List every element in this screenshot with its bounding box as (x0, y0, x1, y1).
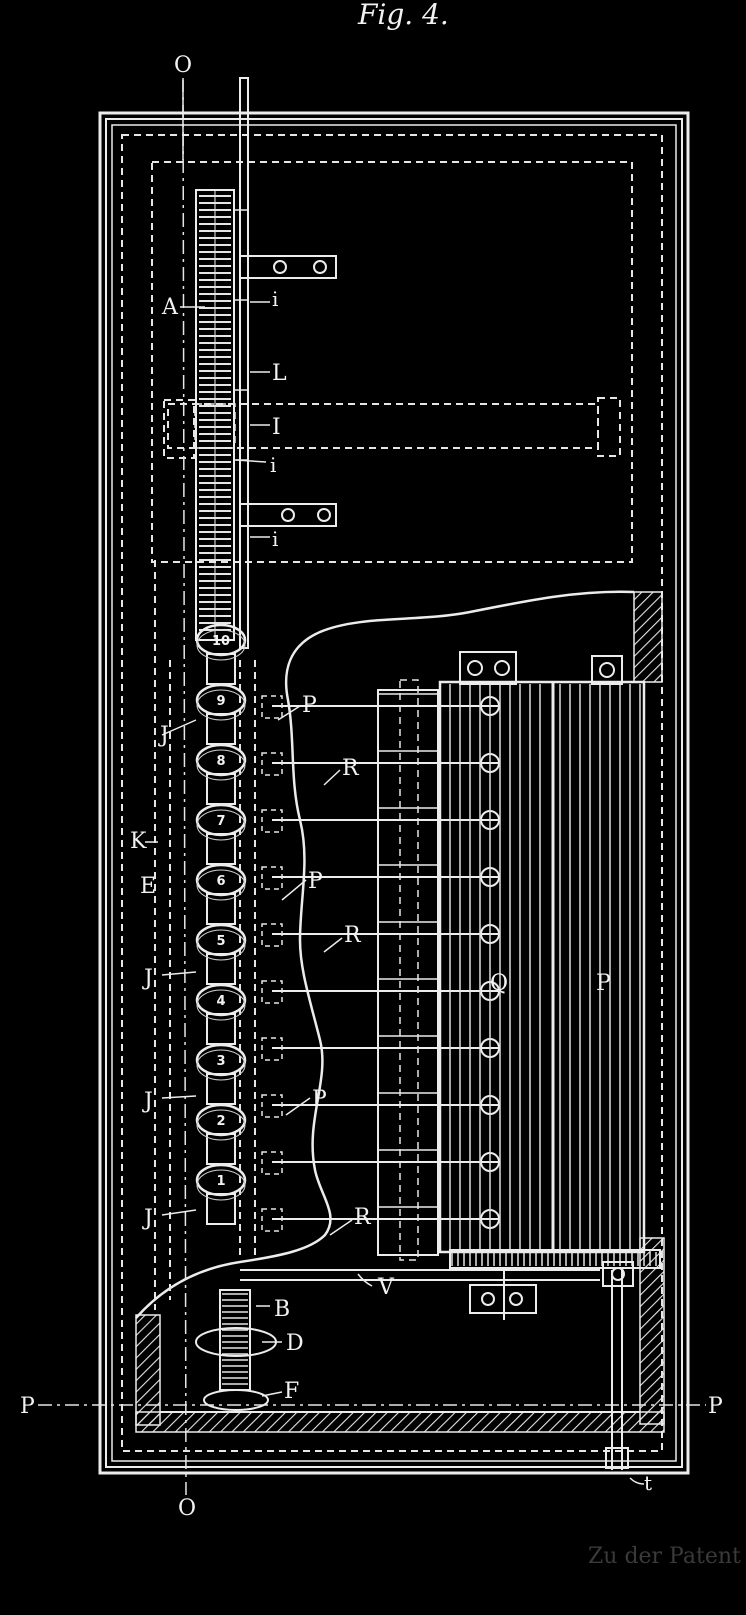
label-p-3: P (312, 1087, 327, 1112)
label-d: D (286, 1331, 304, 1356)
rack-column (195, 189, 235, 641)
cam-disc-edge (196, 1109, 246, 1141)
rod-bracket (261, 1151, 283, 1175)
cam-disc (195, 683, 247, 717)
cam-disc (195, 1103, 247, 1137)
mounting-plate-upper (239, 255, 337, 279)
label-b: B (274, 1297, 290, 1322)
pin-roller (438, 680, 661, 1269)
central-block-column (377, 679, 439, 1261)
rod-bracket (261, 695, 283, 719)
rod-bracket (261, 1094, 283, 1118)
cam-number: 5 (216, 934, 225, 949)
figure-title: Fig. 4. (357, 0, 449, 31)
cam-disc-edge (196, 869, 246, 901)
label-e: E (140, 874, 156, 899)
cam-number: 9 (216, 694, 225, 709)
cam-number: 4 (216, 994, 225, 1009)
cam-disc (195, 923, 247, 957)
outer-casing (98, 111, 690, 1475)
cam-number: 7 (216, 814, 225, 829)
label-q: Q (490, 971, 508, 996)
cam-disc-edge (196, 1049, 246, 1081)
label-i-crossbar: I (272, 415, 281, 440)
cam-number: 6 (216, 874, 225, 889)
rod-bracket (261, 752, 283, 776)
cam-disc-edge (196, 989, 246, 1021)
label-t: t (644, 1471, 652, 1495)
label-v: V (377, 1275, 395, 1300)
label-k: K (130, 829, 147, 854)
leader-lines (145, 301, 645, 1485)
label-a: A (161, 295, 179, 320)
dashed-crossbar (163, 397, 621, 459)
cam-disc-edge (196, 629, 246, 661)
cam-number: 8 (216, 754, 225, 769)
cam-disc-edge (196, 749, 246, 781)
cam-number: 10 (212, 634, 230, 649)
drive-gear (195, 1289, 277, 1411)
cam-disc (195, 1163, 247, 1197)
rod-bracket (261, 866, 283, 890)
label-p-left: P (20, 1394, 35, 1419)
cam-disc (195, 803, 247, 837)
label-f: F (284, 1379, 299, 1404)
rod-bracket (261, 923, 283, 947)
roller-bearing-bottom (469, 1261, 634, 1320)
cam-disc (195, 743, 247, 777)
rod-bracket (261, 1208, 283, 1232)
label-i-3: i (272, 527, 278, 551)
label-l: L (272, 361, 287, 386)
cam-disc (195, 863, 247, 897)
rod-bracket (261, 809, 283, 833)
label-p-right: P (708, 1394, 723, 1419)
label-r-3: R (354, 1205, 372, 1230)
label-j-3: J (142, 1089, 153, 1114)
cam-number: 3 (216, 1054, 225, 1069)
cam-disc-edge (196, 1169, 246, 1201)
footer-text: Zu der Patent (588, 1544, 741, 1569)
label-i-2: i (270, 453, 276, 477)
label-j-4: J (142, 1206, 153, 1231)
broken-away-edge (135, 590, 635, 1319)
label-o-bottom: O (178, 1496, 196, 1521)
cam-number: 2 (216, 1114, 225, 1129)
label-p-1: P (302, 693, 317, 718)
label-o-top: O (174, 53, 192, 78)
cam-disc (195, 623, 247, 657)
label-r-1: R (342, 756, 360, 781)
mounting-plate-lower (239, 503, 337, 527)
shaft-t (605, 1270, 629, 1470)
dashed-frame-k (154, 560, 256, 1310)
section-axis-o (182, 77, 187, 1496)
label-p-roller: P (596, 971, 611, 996)
bar-v (240, 1269, 600, 1281)
cam-disc (195, 1043, 247, 1077)
cam-disc-edge (196, 929, 246, 961)
cam-stack: 10 9 8 7 6 5 4 3 2 1 (195, 623, 247, 1225)
label-r-2: R (344, 923, 362, 948)
label-j-2: J (142, 966, 153, 991)
label-p-2: P (308, 869, 323, 894)
rod-group (261, 693, 500, 1232)
rod-bracket (261, 980, 283, 1004)
rod-bracket (261, 1037, 283, 1061)
label-j-1: J (158, 723, 169, 748)
roller-bearing-top (459, 651, 623, 685)
cam-disc (195, 983, 247, 1017)
cam-number: 1 (216, 1174, 225, 1189)
cam-disc-edge (196, 689, 246, 721)
label-i-1: i (272, 287, 278, 311)
cam-disc-edge (196, 809, 246, 841)
